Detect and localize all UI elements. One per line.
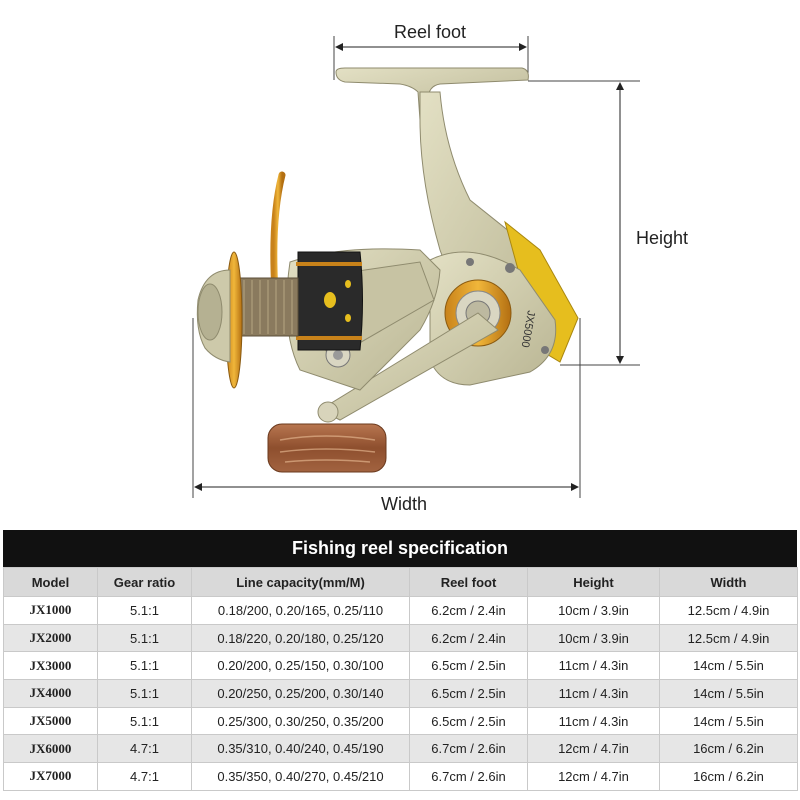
cell-height: 11cm / 4.3in <box>527 706 660 736</box>
cell-height: 12cm / 4.7in <box>527 734 660 764</box>
cell-line-capacity: 0.35/350, 0.40/270, 0.45/210 <box>191 762 410 791</box>
spec-table-container: Fishing reel specification Model Gear ra… <box>3 530 798 791</box>
reel-illustration: JX5000 <box>192 36 640 498</box>
cell-width: 16cm / 6.2in <box>659 762 798 791</box>
cell-height: 12cm / 4.7in <box>527 762 660 791</box>
cell-gear-ratio: 5.1:1 <box>97 651 192 681</box>
cell-height: 11cm / 4.3in <box>527 651 660 681</box>
height-label: Height <box>636 228 689 248</box>
spec-title: Fishing reel specification <box>3 530 797 567</box>
width-label: Width <box>381 494 428 514</box>
cell-reel-foot: 6.5cm / 2.5in <box>409 651 528 681</box>
cell-model: JX1000 <box>3 596 98 625</box>
cell-model: JX7000 <box>3 762 98 791</box>
table-row: JX3000 5.1:1 0.20/200, 0.25/150, 0.30/10… <box>3 651 798 681</box>
cell-model: JX6000 <box>3 734 98 764</box>
cell-model: JX2000 <box>3 623 98 653</box>
spec-header-row: Model Gear ratio Line capacity(mm/M) Ree… <box>3 567 798 597</box>
table-row: JX7000 4.7:1 0.35/350, 0.40/270, 0.45/21… <box>3 762 798 791</box>
cell-line-capacity: 0.20/250, 0.25/200, 0.30/140 <box>191 679 410 708</box>
cell-gear-ratio: 5.1:1 <box>97 623 192 653</box>
cell-reel-foot: 6.7cm / 2.6in <box>409 734 528 764</box>
cell-model: JX4000 <box>3 679 98 708</box>
cell-gear-ratio: 4.7:1 <box>97 762 192 791</box>
col-header-width: Width <box>659 567 798 597</box>
cell-width: 14cm / 5.5in <box>659 679 798 708</box>
col-header-reel-foot: Reel foot <box>409 567 528 597</box>
width-dimension <box>192 318 581 498</box>
table-row: JX1000 5.1:1 0.18/200, 0.20/165, 0.25/11… <box>3 596 798 625</box>
cell-gear-ratio: 5.1:1 <box>97 596 192 625</box>
cell-gear-ratio: 5.1:1 <box>97 679 192 708</box>
handle-knob <box>267 423 387 473</box>
height-dimension <box>528 80 640 366</box>
cell-width: 14cm / 5.5in <box>659 651 798 681</box>
cell-height: 10cm / 3.9in <box>527 596 660 625</box>
table-row: JX6000 4.7:1 0.35/310, 0.40/240, 0.45/19… <box>3 734 798 764</box>
col-header-height: Height <box>527 567 660 597</box>
cell-line-capacity: 0.18/200, 0.20/165, 0.25/110 <box>191 596 410 625</box>
cell-line-capacity: 0.20/200, 0.25/150, 0.30/100 <box>191 651 410 681</box>
cell-reel-foot: 6.2cm / 2.4in <box>409 623 528 653</box>
col-header-line-capacity: Line capacity(mm/M) <box>191 567 410 597</box>
spec-table: Model Gear ratio Line capacity(mm/M) Ree… <box>3 567 798 791</box>
col-header-gear-ratio: Gear ratio <box>97 567 192 597</box>
cell-width: 12.5cm / 4.9in <box>659 623 798 653</box>
cell-line-capacity: 0.35/310, 0.40/240, 0.45/190 <box>191 734 410 764</box>
cell-height: 11cm / 4.3in <box>527 679 660 708</box>
cell-reel-foot: 6.7cm / 2.6in <box>409 762 528 791</box>
col-header-model: Model <box>3 567 98 597</box>
reel-drawing: JX5000 <box>192 36 640 498</box>
cell-line-capacity: 0.25/300, 0.30/250, 0.35/200 <box>191 706 410 736</box>
cell-gear-ratio: 5.1:1 <box>97 706 192 736</box>
table-row: JX5000 5.1:1 0.25/300, 0.30/250, 0.35/20… <box>3 706 798 736</box>
cell-reel-foot: 6.2cm / 2.4in <box>409 596 528 625</box>
reel-foot-label: Reel foot <box>394 22 467 42</box>
reel-foot <box>335 67 529 121</box>
table-row: JX2000 5.1:1 0.18/220, 0.20/180, 0.25/12… <box>3 623 798 653</box>
cell-reel-foot: 6.5cm / 2.5in <box>409 706 528 736</box>
table-row: JX4000 5.1:1 0.20/250, 0.25/200, 0.30/14… <box>3 679 798 708</box>
cell-height: 10cm / 3.9in <box>527 623 660 653</box>
cell-gear-ratio: 4.7:1 <box>97 734 192 764</box>
cell-width: 12.5cm / 4.9in <box>659 596 798 625</box>
cell-model: JX5000 <box>3 706 98 736</box>
cell-width: 14cm / 5.5in <box>659 706 798 736</box>
cell-reel-foot: 6.5cm / 2.5in <box>409 679 528 708</box>
cell-model: JX3000 <box>3 651 98 681</box>
cell-line-capacity: 0.18/220, 0.20/180, 0.25/120 <box>191 623 410 653</box>
cell-width: 16cm / 6.2in <box>659 734 798 764</box>
